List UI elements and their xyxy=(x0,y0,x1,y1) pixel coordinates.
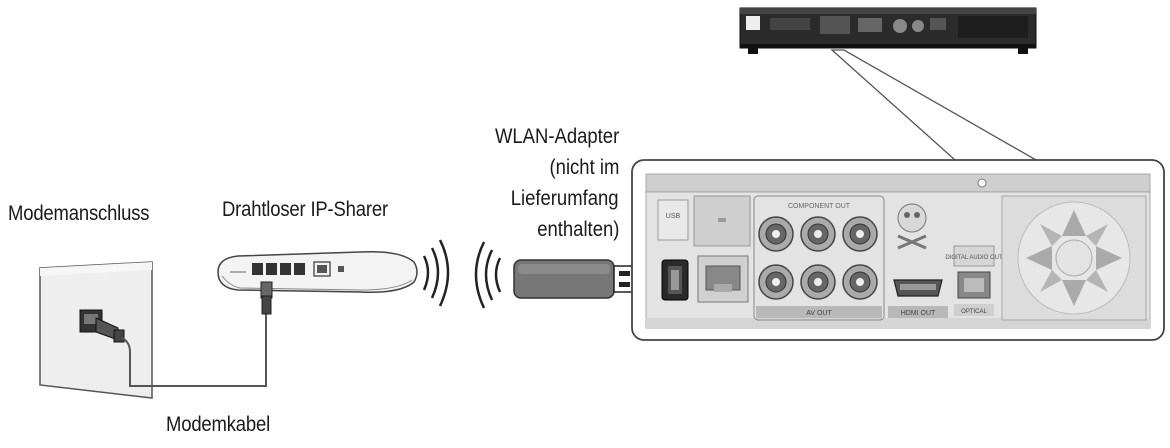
optical-port: DIGITAL AUDIO OUT OPTICAL xyxy=(945,245,1003,316)
modem-port-label: Modemanschluss xyxy=(8,202,150,225)
router-label: Drahtloser IP-Sharer xyxy=(222,198,388,221)
router-wifi-waves-icon xyxy=(422,239,450,307)
warning-emblem-icon xyxy=(897,203,927,250)
adapter-label-line-1: WLAN-Adapter xyxy=(494,125,619,148)
usb-port: USB xyxy=(657,199,689,301)
component-jacks xyxy=(758,216,878,252)
wireless-router-icon xyxy=(217,250,418,315)
wlan-adapter-icon xyxy=(513,259,635,299)
modem-cable-label: Modemkabel xyxy=(166,413,271,436)
adapter-wifi-waves-icon xyxy=(474,241,502,309)
adapter-label-line-3: Lieferumfang xyxy=(511,187,619,210)
fan-icon xyxy=(1001,195,1147,321)
back-panel: USB COMPONENT OUT xyxy=(631,159,1165,341)
adapter-label-line-4: enthalten) xyxy=(536,218,619,241)
modem-cable xyxy=(121,314,267,387)
digital-audio-out-label: DIGITAL AUDIO OUT xyxy=(945,255,1003,261)
zoom-callout xyxy=(830,49,1053,169)
hdmi-out-label: HDMI OUT xyxy=(901,310,936,317)
optical-label: OPTICAL xyxy=(961,309,987,315)
av-out-label: AV OUT xyxy=(806,310,832,317)
component-out-label: COMPONENT OUT xyxy=(788,203,851,210)
av-out-jacks xyxy=(758,264,878,300)
usb-label: USB xyxy=(666,213,681,220)
blu-ray-player-icon xyxy=(739,7,1037,54)
hdmi-port: HDMI OUT xyxy=(888,279,948,318)
modem-socket-icon xyxy=(79,309,125,343)
adapter-label-line-2: (nicht im xyxy=(549,156,619,179)
